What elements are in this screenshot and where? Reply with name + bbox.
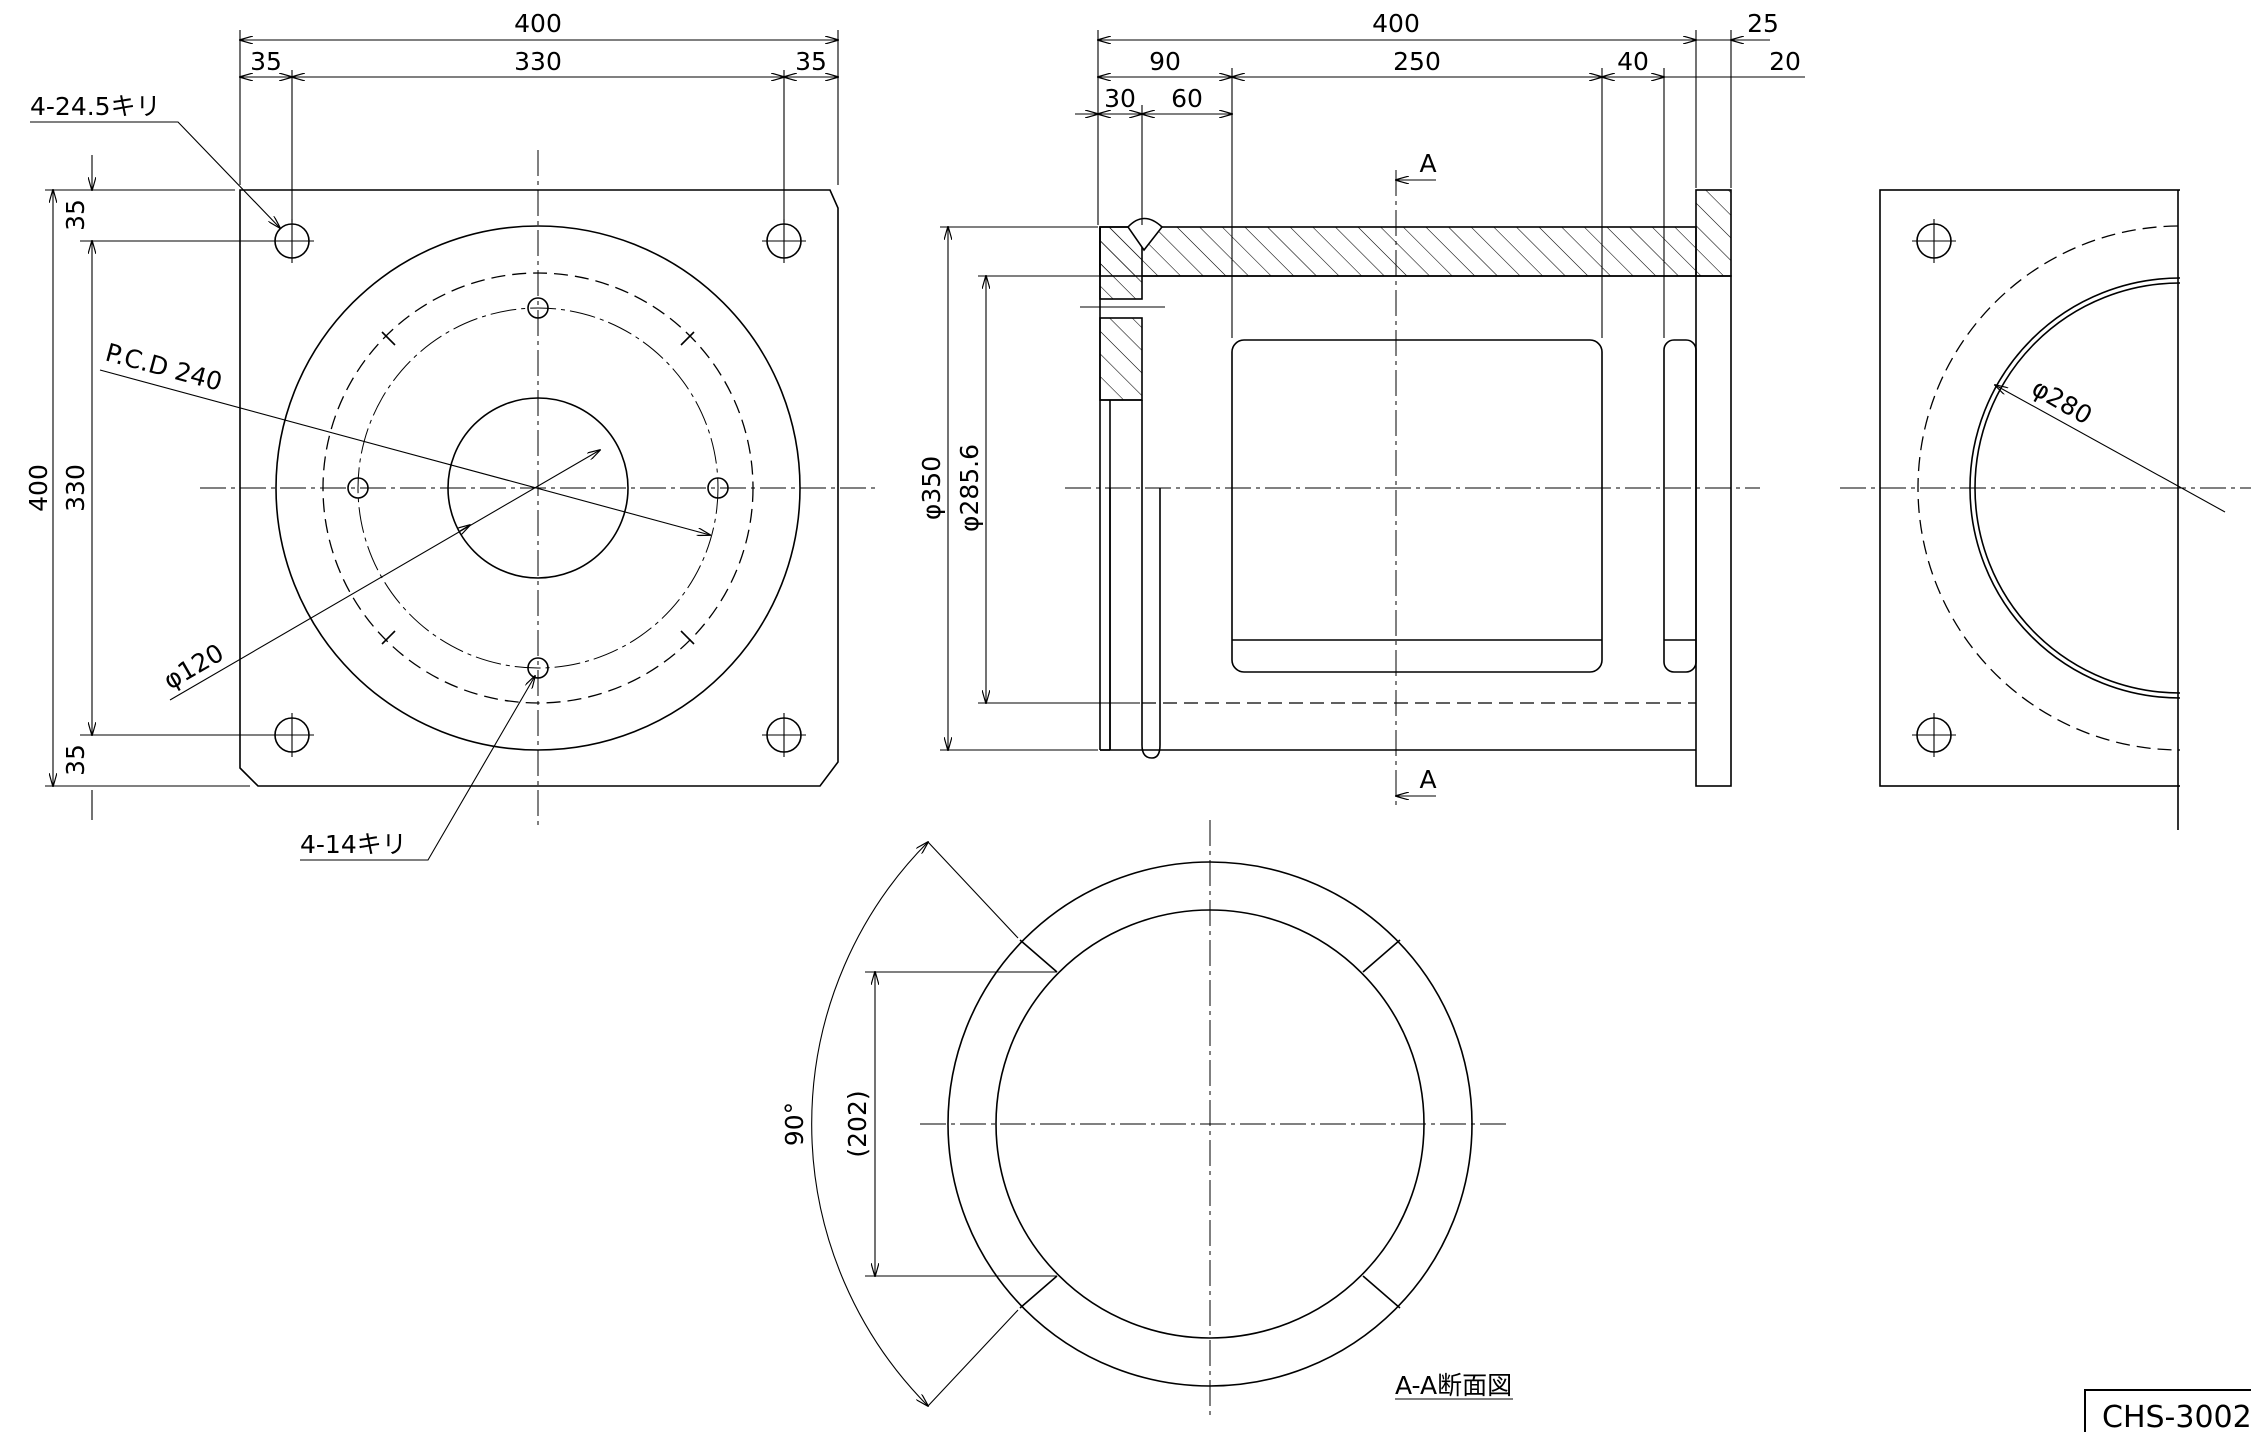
front-plate-outline [239,189,839,787]
right-view: φ280 [1840,189,2251,830]
dim-overall-width: 400 [514,9,562,38]
corner-holes-note: 4-24.5キリ [30,92,161,121]
front-left-dims [45,155,270,820]
section-mark-bottom: A [1419,765,1436,794]
hatched-wall [1099,226,1697,277]
pcd-circle [357,307,719,669]
chord-dim-label: (202) [843,1090,872,1157]
title-block: CHS-30023 [2084,1389,2251,1432]
pcd-holes-note: 4-14キリ [300,830,407,859]
pcd-hole-leader [300,676,535,861]
pcd-note: P.C.D 240 [102,338,225,397]
window-main [1231,339,1603,673]
side-view: A A 400 90 250 40 25 20 30 60 [917,9,1805,805]
dim-side-overall: 400 [1372,9,1420,38]
title-block-frame [2084,1389,2251,1432]
front-top-dims [240,30,838,222]
bore-leader-inner [460,525,470,531]
dim-overall-height: 400 [24,464,53,512]
dim-side-30: 30 [1104,84,1136,113]
dim-hole-spacing: 330 [514,47,562,76]
dim-side-60: 60 [1171,84,1203,113]
right-recess-circle [1917,225,2180,751]
left-end-hatch-2 [1099,317,1143,401]
angle-dim [811,842,1019,1406]
dim-side-25: 25 [1747,9,1779,38]
dim-left-offset: 35 [250,47,282,76]
drawing-number: CHS-30023 [2102,1400,2251,1432]
dim-outer-dia: φ350 [917,456,946,520]
recess-ticks [381,331,695,645]
corner-hole-leader [30,121,280,228]
dim-right-offset: 35 [795,47,827,76]
side-top-dims [1075,30,1805,338]
dim-side-250: 250 [1393,47,1441,76]
front-view: 400 35 330 35 400 330 35 35 4-24.5キリ P.C… [24,9,875,861]
flange-hatched [1695,189,1732,277]
section-mark-top: A [1419,149,1436,178]
pcd-leader [99,369,710,535]
angle-dim-label: 90° [780,1102,809,1146]
section-window-edges [1019,939,1401,1309]
dim-bottom-offset: 35 [61,744,90,776]
corner-holes [270,219,806,757]
dim-side-20: 20 [1769,47,1801,76]
flange-body [1695,275,1732,787]
right-dia-leader [1995,385,2226,513]
end-ring [1141,488,1161,759]
chord-dim [865,972,1057,1276]
window-small [1663,339,1697,673]
section-title: A-A断面図 [1395,1371,1512,1400]
dim-hole-spacing-v: 330 [61,464,90,512]
dim-top-offset: 35 [61,199,90,231]
side-left-dims [940,227,1165,750]
weld-bead [1126,217,1164,252]
dim-side-90: 90 [1149,47,1181,76]
bore-leader [169,450,600,701]
dim-inner-dia: φ285.6 [955,444,984,532]
section-view: (202) 90° A-A断面図 [780,820,1513,1420]
section-marks [1396,180,1436,796]
dim-side-40: 40 [1617,47,1649,76]
